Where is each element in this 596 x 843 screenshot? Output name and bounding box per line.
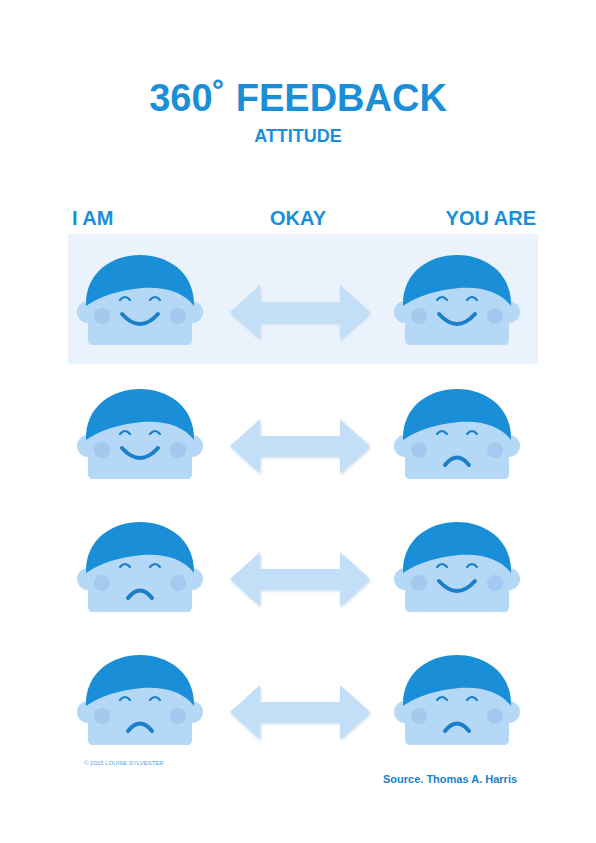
face-not-okay [394,655,520,745]
face-okay [77,389,203,479]
title: 360˚ FEEDBACK [149,78,447,120]
double-arrow [230,285,370,339]
double-arrow [230,419,370,473]
face-not-okay [77,522,203,612]
face-okay [77,255,203,345]
column-heading: I AM [72,207,113,229]
face-okay [394,255,520,345]
subtitle: ATTITUDE [254,127,342,147]
face-okay [394,522,520,612]
source-note: Source. Thomas A. Harris [383,773,517,785]
double-arrow [230,685,370,739]
face-not-okay [394,389,520,479]
column-heading: YOU ARE [446,207,536,229]
highlight-band [68,234,538,364]
double-arrow [230,552,370,606]
column-heading: OKAY [270,207,326,229]
copyright-note: © 2015 LOUISE SYLVESTER [84,760,164,767]
face-not-okay [77,655,203,745]
